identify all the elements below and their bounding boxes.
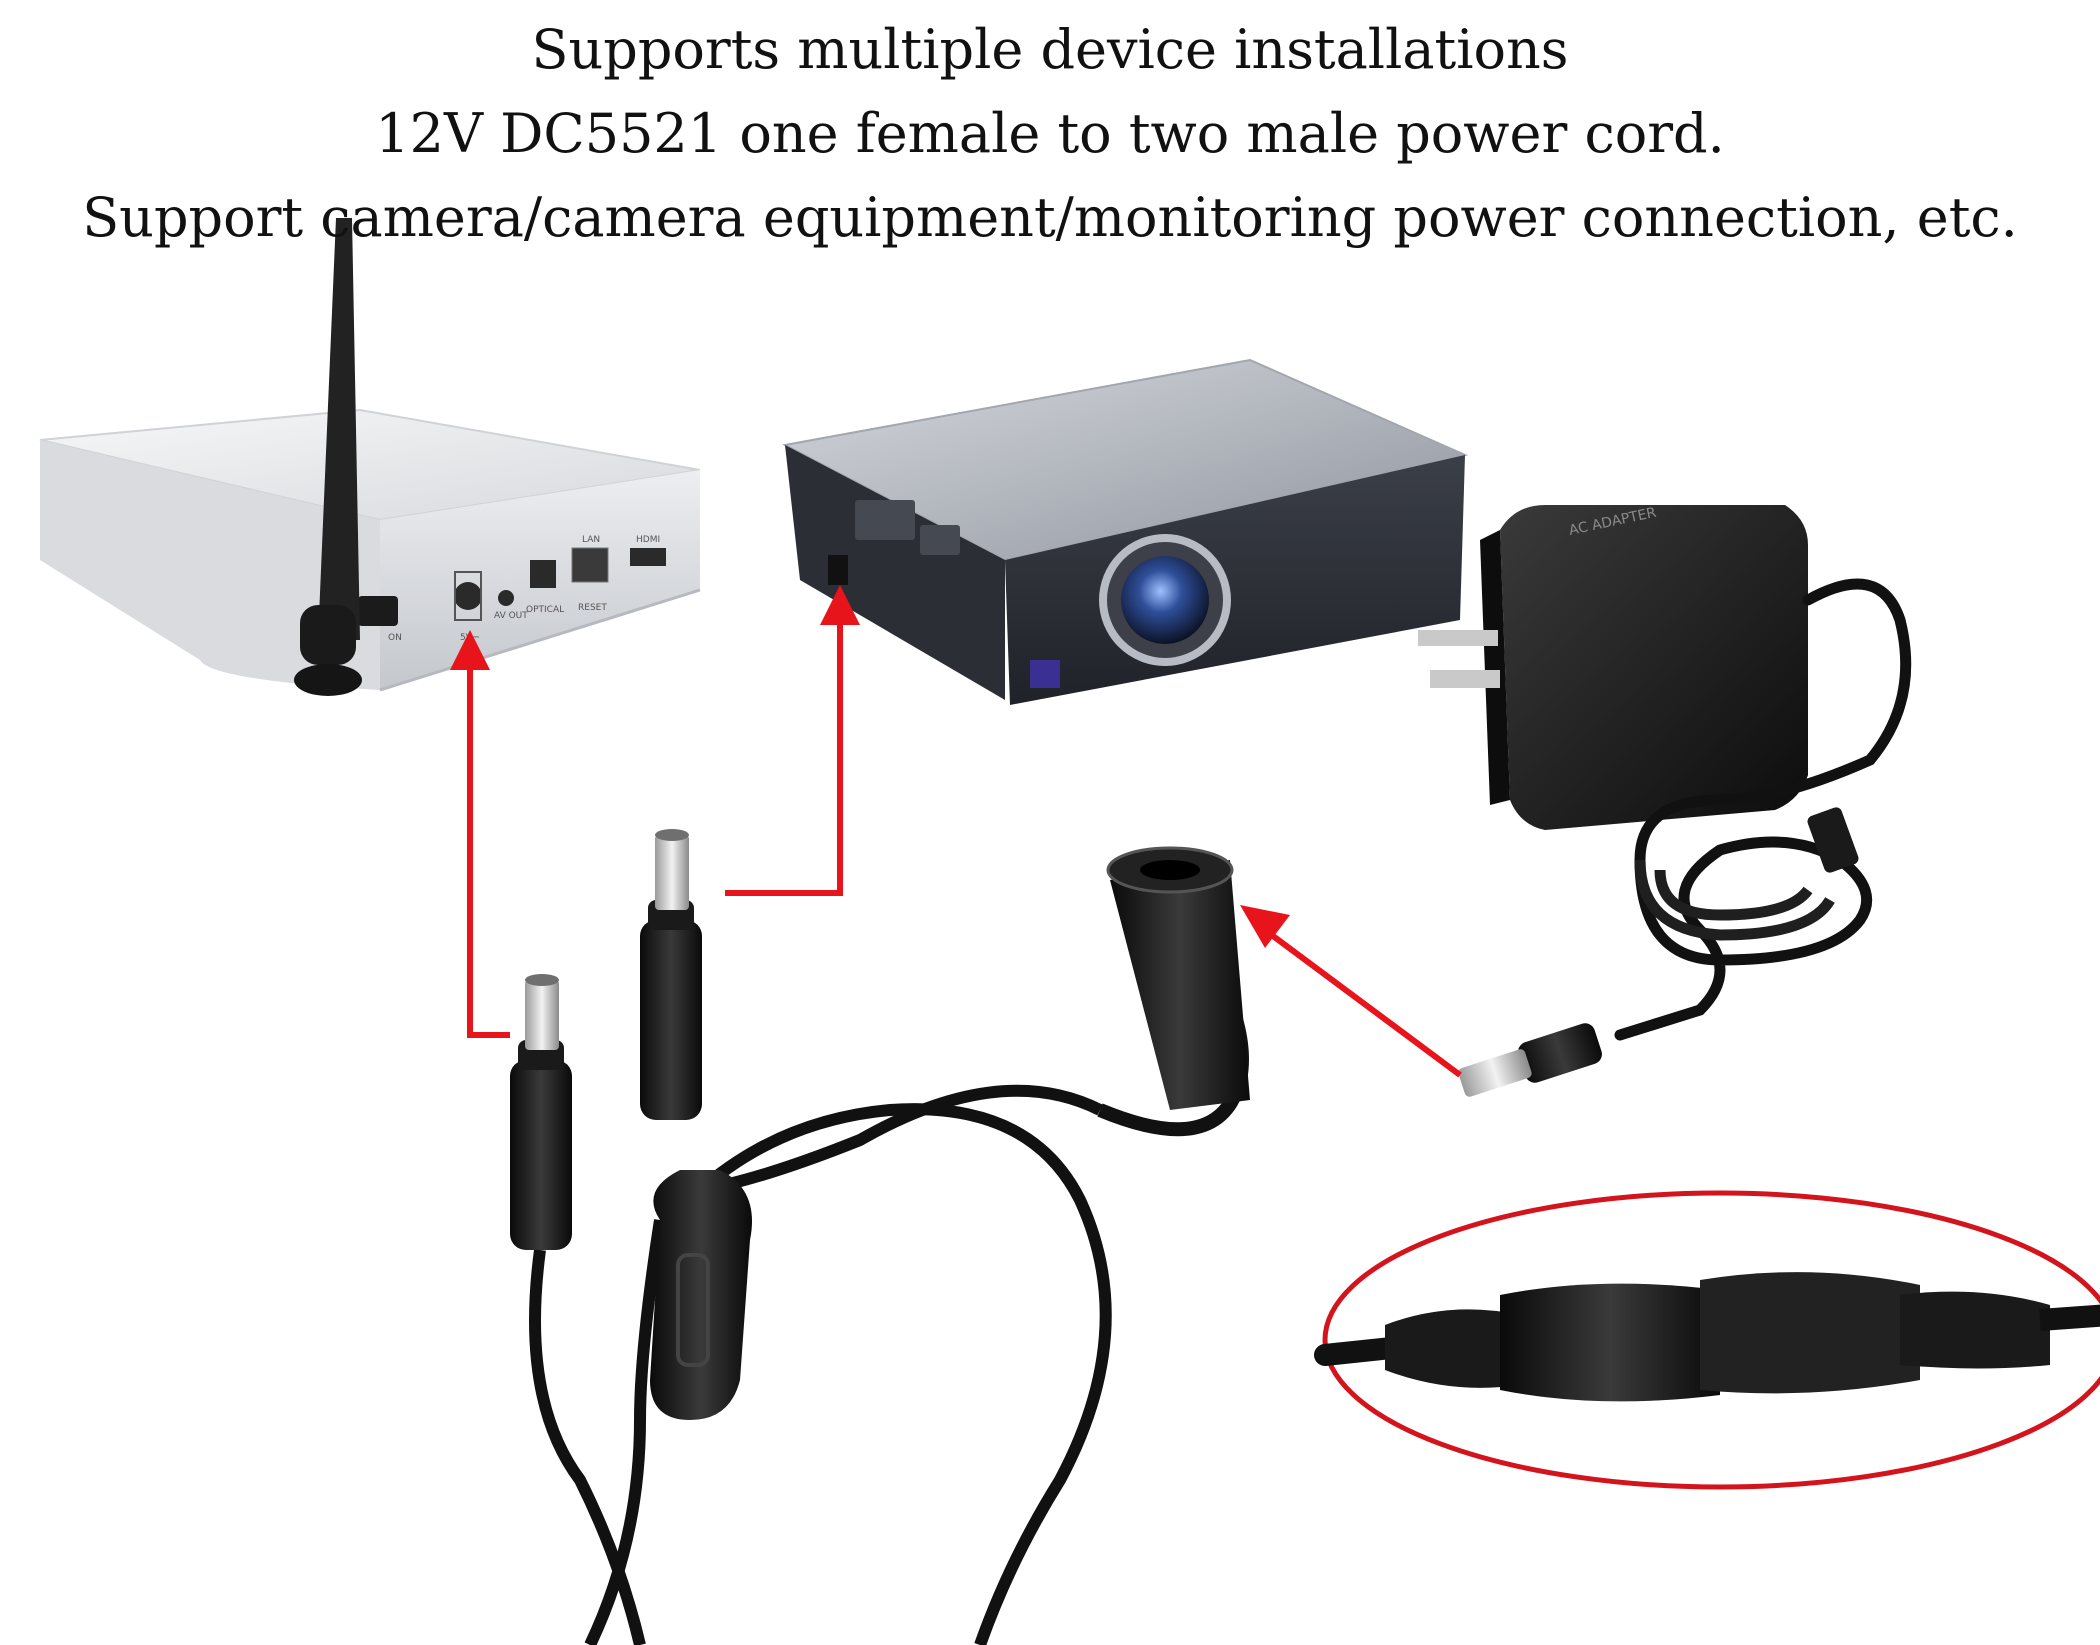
port-label-optical: OPTICAL <box>526 605 564 615</box>
dc-in-port <box>454 582 482 610</box>
splitter-block <box>650 1170 752 1420</box>
hdmi-port <box>630 548 666 566</box>
port-label-av: AV OUT <box>494 611 528 621</box>
projector <box>781 358 1469 705</box>
port-label-reset: RESET <box>578 603 607 613</box>
headline-line-3: Support camera/camera equipment/monitori… <box>82 186 2018 249</box>
projector-dc-port <box>828 555 848 585</box>
av-out-port <box>498 590 514 606</box>
red-arrow-icon <box>725 585 860 896</box>
port-label-on: ON <box>388 633 402 643</box>
projector-lens <box>1121 556 1209 644</box>
red-arrow-icon <box>1240 905 1462 1078</box>
cable-tie <box>1807 807 1859 873</box>
power-switch <box>358 596 398 626</box>
dc-jack-icon <box>1106 846 1250 1110</box>
port-label-hdmi: HDMI <box>636 535 660 545</box>
lan-port <box>571 547 609 583</box>
splitter-cable <box>510 829 1250 1645</box>
headline-line-2: 12V DC5521 one female to two male power … <box>375 102 1725 165</box>
port-label-lan: LAN <box>582 535 600 545</box>
dc-plug-icon <box>640 829 702 1120</box>
magnifier-ellipse-icon <box>1314 1190 2100 1490</box>
headline-line-1: Supports multiple device installations <box>531 18 1569 81</box>
dc-plug-icon <box>510 974 572 1250</box>
adapter-output-plug <box>1458 1023 1602 1097</box>
ac-prongs-icon <box>1418 630 1500 688</box>
red-arrow-icon <box>450 630 510 1038</box>
antenna-icon <box>294 218 362 696</box>
ac-adapter: AC ADAPTER <box>1418 505 1912 1097</box>
optical-port <box>530 560 556 588</box>
projector-badge <box>1030 660 1060 688</box>
router-box: 5V⎓ AV OUT OPTICAL LAN RESET HDMI ON <box>39 218 701 696</box>
